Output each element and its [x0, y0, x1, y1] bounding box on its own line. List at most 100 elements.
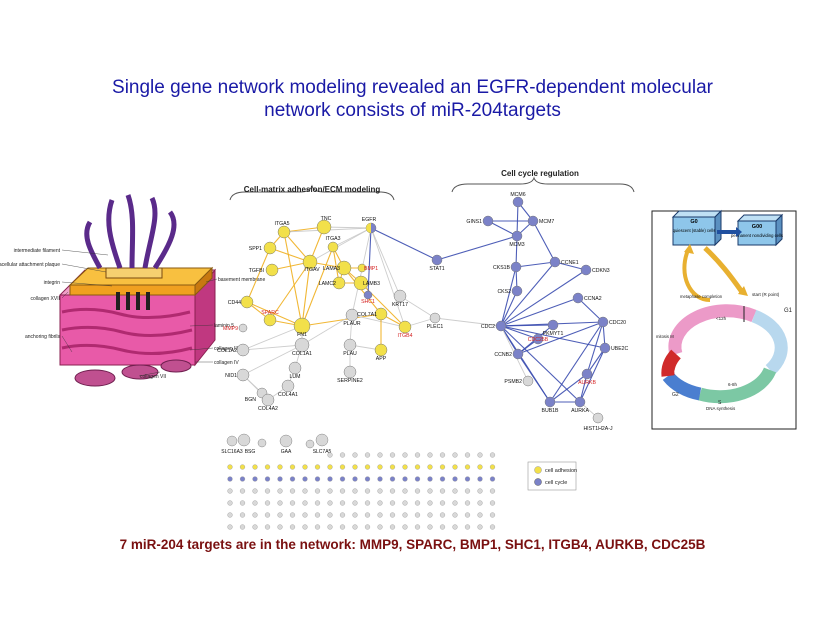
legend-adhesion-label: cell adhesion: [545, 468, 577, 474]
ecm-label: collagen VII: [140, 374, 166, 380]
m-phase: [661, 349, 682, 377]
node-label: MCM3: [509, 242, 524, 248]
slide-footer: 7 miR-204 targets are in the network: MM…: [119, 537, 706, 552]
unconnected-node: [464, 464, 471, 470]
g2-label: G2: [672, 392, 679, 398]
network-edge: [500, 290, 518, 327]
network-edge: [554, 261, 587, 271]
unconnected-node: [227, 500, 233, 506]
node-label: ITGA5: [275, 221, 290, 227]
node-label: CDC20: [609, 320, 626, 326]
unconnected-node: [464, 524, 471, 530]
network-node-plec1: PLEC1: [427, 312, 443, 330]
unconnected-node: [339, 464, 346, 470]
g0-label: G0: [690, 219, 697, 225]
node-label: CDC25B: [528, 337, 549, 343]
node-label: SHC1: [361, 299, 375, 305]
network-node-itgav: ITGAV: [302, 254, 320, 273]
unconnected-node: [314, 464, 321, 470]
network-node-lamc2: LAMC2: [319, 276, 346, 290]
unconnected-node: [414, 500, 421, 506]
unconnected-node: [477, 512, 483, 518]
unconnected-node: [314, 488, 321, 494]
node-label: CKS1B: [493, 265, 511, 271]
unconnected-node: [327, 488, 333, 494]
unconnected-node: [439, 524, 446, 530]
unconnected-node: [327, 476, 333, 482]
network-edge: [370, 227, 406, 328]
node-circle: [592, 412, 604, 424]
unconnected-node: [452, 500, 458, 506]
node-circle: [398, 320, 412, 334]
node-circle: [294, 337, 310, 353]
node-half: [366, 223, 371, 233]
ecm-leader: [61, 335, 73, 353]
node-circle: [574, 396, 586, 408]
network-edge: [436, 235, 518, 261]
network-node-ccna2: CCNA2: [572, 292, 602, 304]
unconnected-node: [427, 488, 433, 494]
unconnected-node: [252, 488, 258, 494]
loose-node: [226, 435, 238, 447]
unconnected-node: [227, 512, 233, 518]
g0-text: quiescent (stable) cells: [673, 228, 716, 233]
loose-node-label: SLC7A5: [313, 449, 332, 455]
network-node-cks1b: CKS1B: [493, 261, 522, 273]
network-node-ccnb2: CCNB2: [494, 348, 524, 360]
node-circle: [236, 368, 250, 382]
node-circle: [293, 317, 311, 335]
unconnected-node: [302, 512, 308, 518]
network-node-col4a1: COL4A1: [278, 379, 298, 398]
unconnected-node: [477, 464, 483, 470]
unconnected-node: [402, 464, 408, 470]
node-label: COL1A1: [292, 351, 312, 357]
unconnected-node: [439, 488, 446, 494]
unconnected-node: [264, 524, 271, 530]
node-circle: [332, 276, 346, 290]
network-node-krt17: KRT17: [392, 289, 408, 308]
node-label: BGN: [245, 397, 256, 403]
unconnected-node: [389, 500, 396, 506]
unconnected-node: [377, 500, 383, 506]
network-node-spp1: SPP1: [249, 241, 277, 255]
node-circle: [265, 263, 279, 277]
node-label: SERPINE2: [337, 378, 363, 384]
network-node-itgb4: ITGB4: [398, 320, 413, 339]
network-edge: [301, 261, 311, 327]
unconnected-node: [377, 464, 383, 470]
node-label: BMP1: [364, 266, 378, 272]
unconnected-node: [339, 524, 346, 530]
unconnected-node: [389, 464, 396, 470]
s-label: S: [718, 400, 722, 406]
node-circle: [357, 263, 367, 273]
unconnected-node: [327, 512, 333, 518]
node-circle: [532, 333, 544, 345]
node-label: PLAUR: [343, 321, 361, 327]
network-edge: [343, 267, 382, 315]
node-circle: [374, 343, 388, 357]
unconnected-node: [377, 476, 383, 482]
unconnected-node: [377, 512, 383, 518]
ecm-leader: [205, 278, 218, 283]
unconnected-node: [352, 488, 358, 494]
ecm-label: integrin: [44, 280, 61, 286]
node-label: CDC2: [481, 324, 495, 330]
unconnected-node: [477, 452, 483, 458]
node-label: CCNB2: [494, 352, 512, 358]
unconnected-node: [439, 452, 446, 458]
unconnected-node: [414, 464, 421, 470]
network-node-tnc: TNC: [316, 216, 332, 235]
start-label: start (R point): [752, 292, 780, 297]
unconnected-node: [464, 512, 471, 518]
unconnected-node: [302, 500, 308, 506]
network-node-serpine2: SERPINE2: [337, 365, 363, 384]
unconnected-node: [477, 500, 483, 506]
loose-node-label: GAA: [281, 449, 292, 455]
node-circle: [263, 241, 277, 255]
node-circle: [316, 219, 332, 235]
node-label: COL7A1: [357, 312, 377, 318]
unconnected-node: [489, 452, 496, 458]
network-edge: [246, 247, 271, 303]
network-edge: [301, 314, 353, 346]
